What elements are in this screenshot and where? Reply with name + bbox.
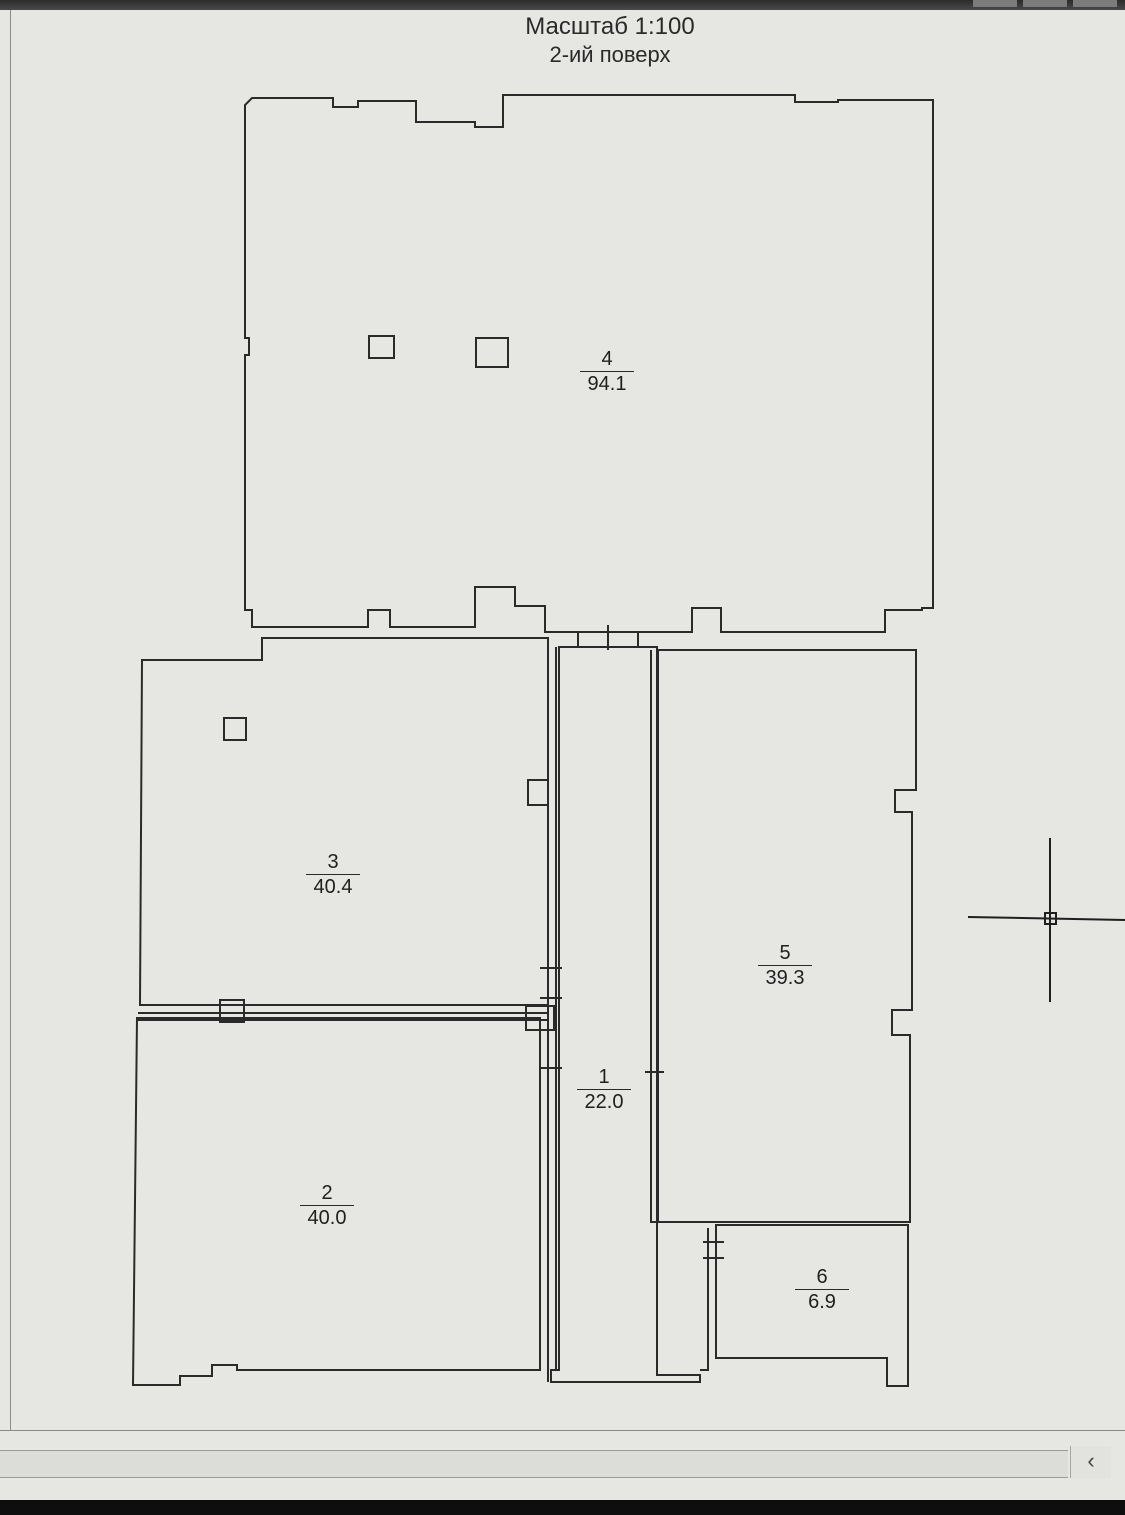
corridor-door [577, 625, 639, 650]
room-5-outline [657, 649, 917, 1223]
room-2-number: 2 [300, 1182, 354, 1206]
room-5-number: 5 [758, 942, 812, 966]
corridor-inner [547, 647, 557, 1382]
room-1-label: 1 22.0 [569, 1066, 639, 1113]
scale-label: Масштаб 1:100 [525, 13, 695, 40]
room-6-number: 6 [795, 1266, 849, 1290]
room-6-inner [700, 1228, 709, 1371]
room-3-label: 3 40.4 [298, 851, 368, 898]
drawing-canvas[interactable]: Масштаб 1:100 2-ий поверх [0, 10, 1125, 1500]
room-3-outline [138, 637, 549, 1006]
column-3 [223, 717, 247, 741]
room-5-outer-wall [650, 650, 658, 1223]
door-6-marks [703, 1241, 724, 1259]
scroll-left-button[interactable]: ‹ [1070, 1446, 1111, 1478]
room-4-label: 4 94.1 [572, 348, 642, 395]
room-4-outline [244, 94, 934, 633]
column-4 [219, 999, 245, 1023]
room-1-outline [550, 646, 701, 1383]
screen-bezel [0, 1500, 1125, 1515]
room-5-label: 5 39.3 [750, 942, 820, 989]
room-6-outline [715, 1224, 909, 1387]
viewport-left-border [10, 10, 11, 1430]
room-2-area: 40.0 [307, 1207, 347, 1229]
column-1 [368, 335, 395, 359]
floor-label: 2-ий поверх [549, 42, 671, 67]
room-6-area: 6.9 [808, 1291, 836, 1313]
room-2-outline [131, 1017, 541, 1386]
room-3-area: 40.4 [313, 876, 353, 898]
room-1-number: 1 [577, 1066, 631, 1090]
room-4-area: 94.1 [587, 373, 627, 395]
room-6-label: 6 6.9 [787, 1266, 857, 1313]
partition-2-3 [138, 1012, 548, 1021]
floor-plan[interactable] [0, 10, 1125, 1500]
top-tabs [973, 0, 1117, 8]
crosshair-cursor [967, 838, 1125, 1002]
room-1-area: 22.0 [584, 1091, 624, 1113]
window-top-strip [0, 0, 1125, 10]
room-3-number: 3 [306, 851, 360, 875]
viewport-bottom-border [0, 1430, 1125, 1431]
room-2-label: 2 40.0 [292, 1182, 362, 1229]
room-4-number: 4 [580, 348, 634, 372]
door-marks [540, 967, 664, 1073]
room-5-area: 39.3 [765, 967, 805, 989]
horizontal-scrollbar[interactable] [0, 1450, 1068, 1478]
column-2 [475, 337, 509, 368]
